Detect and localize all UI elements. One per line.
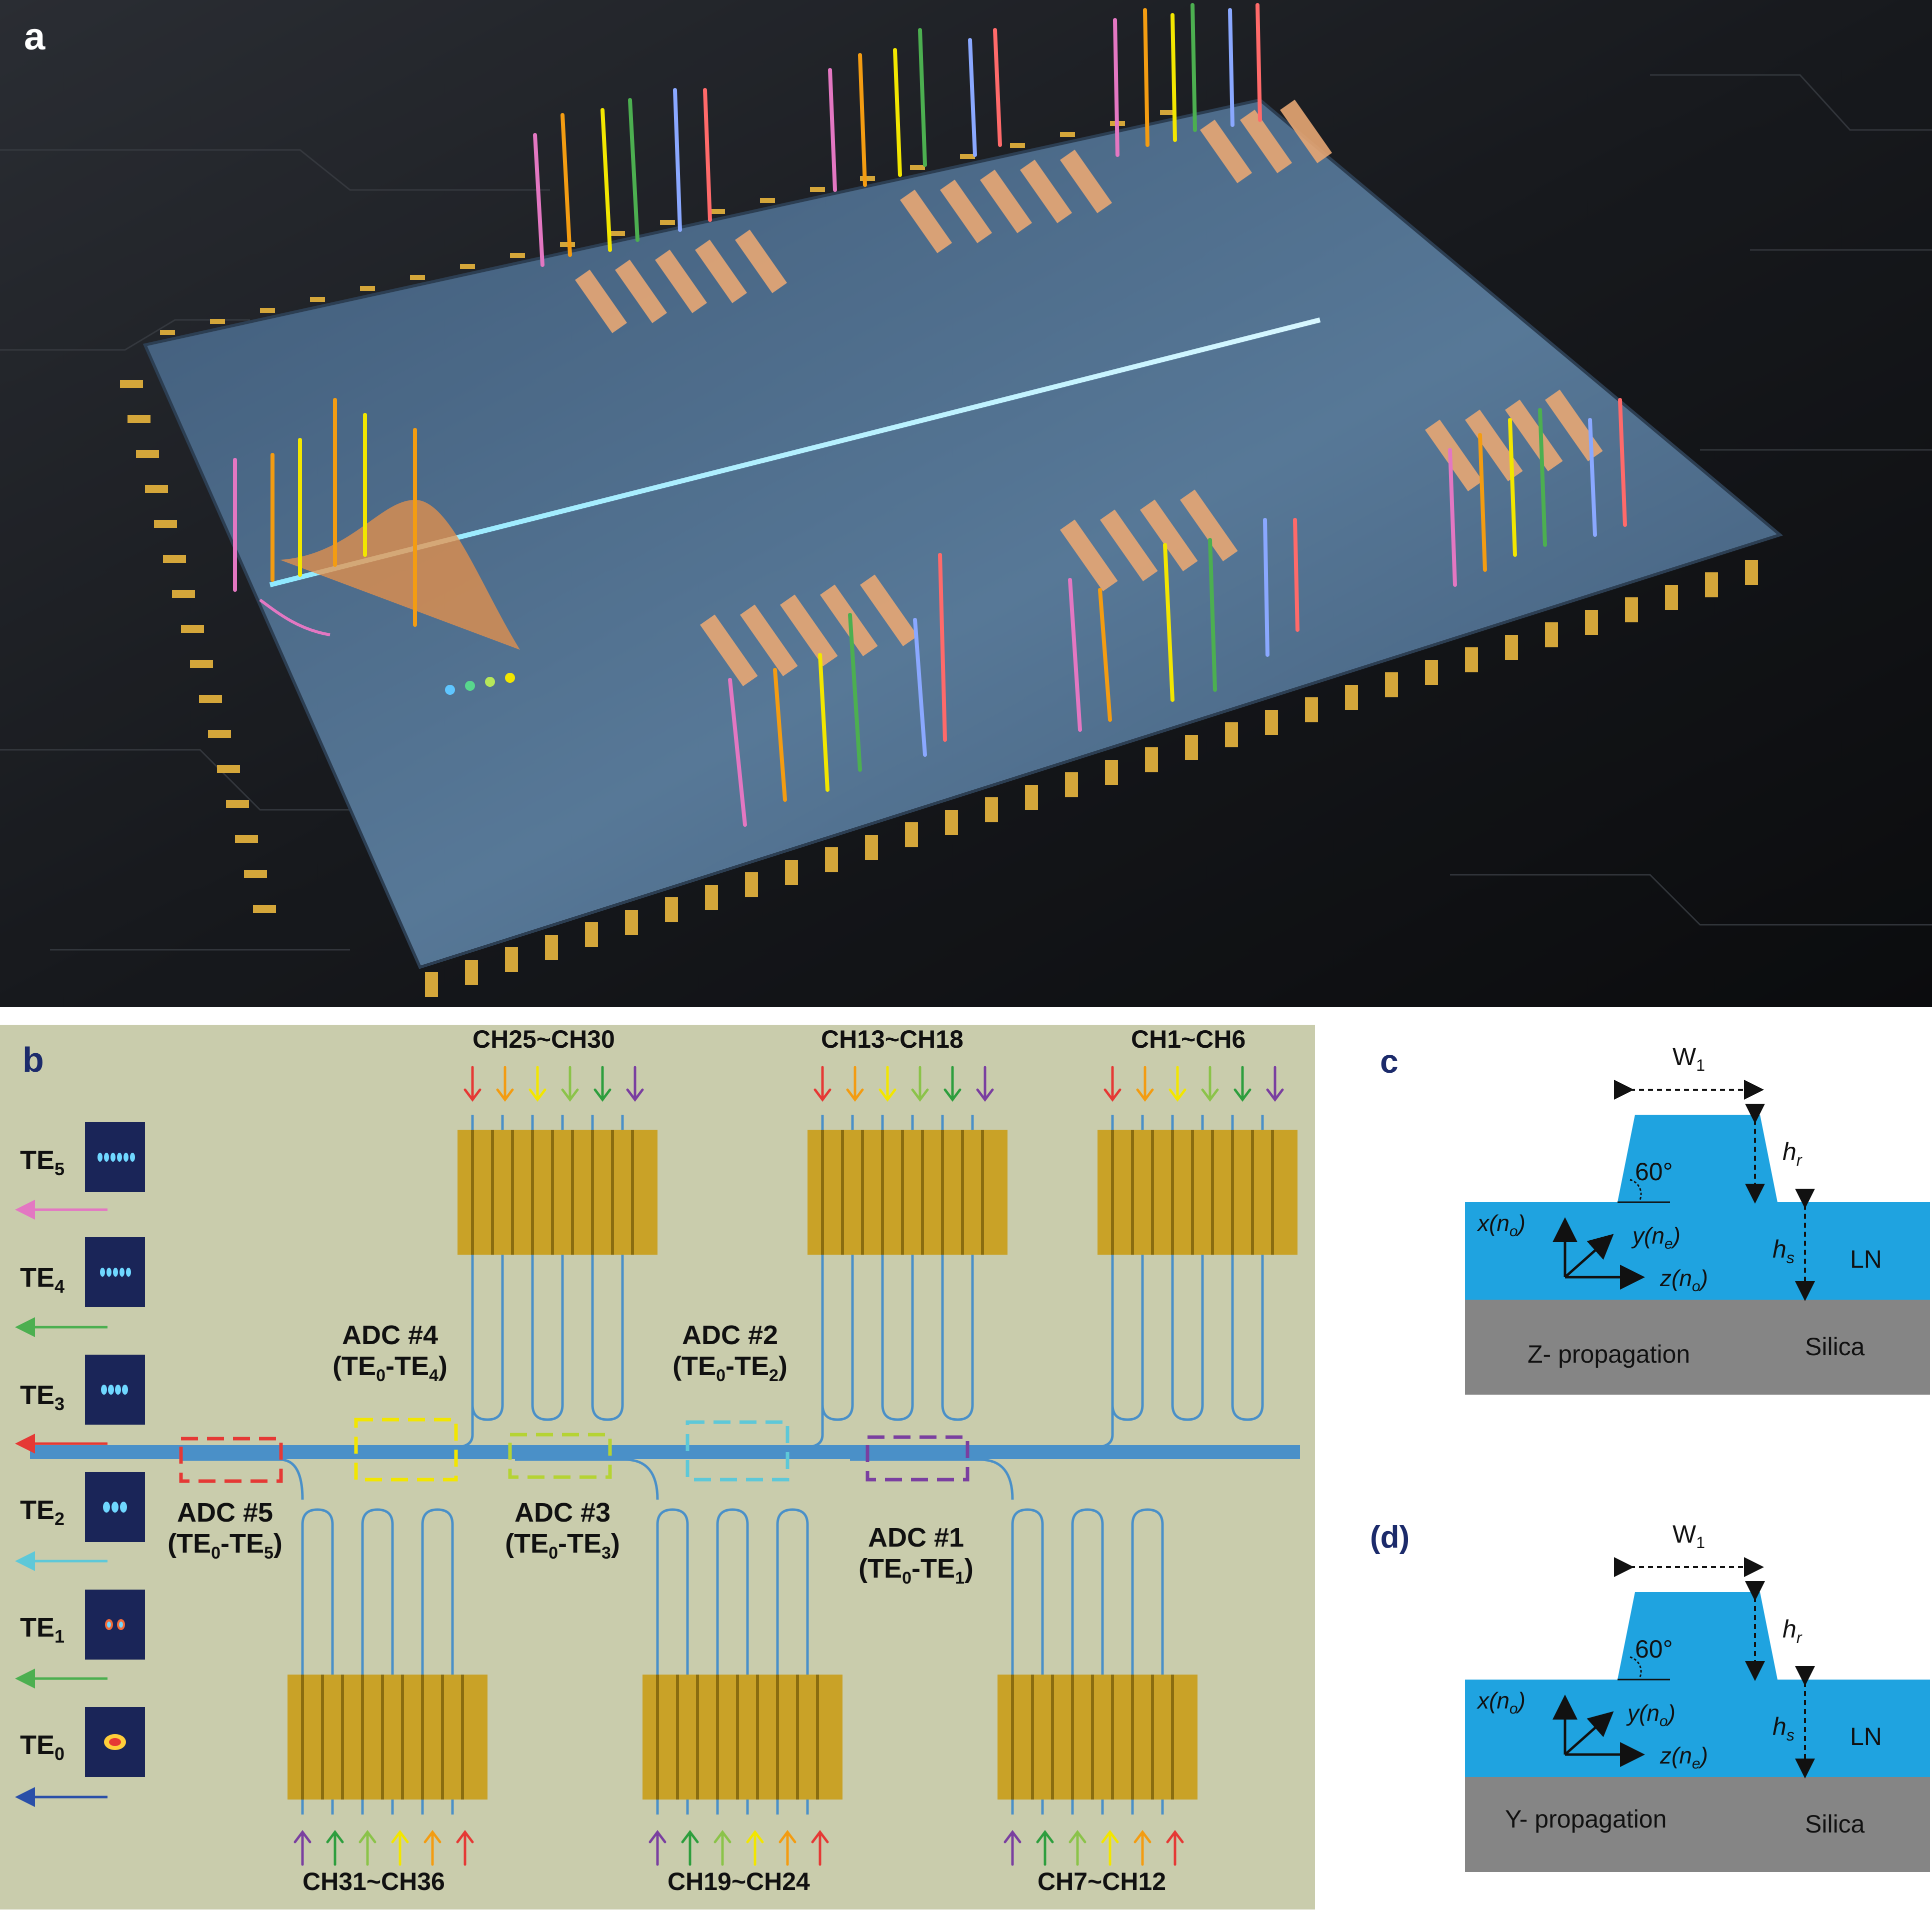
mode-output-arrows <box>15 1200 108 1807</box>
panel-d-silica-label: Silica <box>1805 1810 1865 1838</box>
silica-layer <box>1465 1777 1930 1872</box>
panel-d-z-axis: z(ne) <box>1660 1743 1708 1773</box>
panel-d-hs: hs <box>1772 1713 1794 1744</box>
channel-input-arrows <box>294 1066 1284 1866</box>
adc4-label: ADC #4 (TE0-TE4) <box>332 1320 448 1385</box>
panel-c-y-axis: y(ne) <box>1632 1223 1680 1253</box>
mode-te5: TE5 <box>20 1145 65 1179</box>
adc2-label: ADC #2 (TE0-TE2) <box>672 1320 788 1385</box>
panel-d-w1: W1 <box>1672 1520 1705 1552</box>
silica-layer <box>1465 1300 1930 1395</box>
panel-d-y-axis: y(no) <box>1628 1700 1676 1730</box>
channel-label-ch19-24: CH19~CH24 <box>668 1868 810 1896</box>
arrows-bottom-mid <box>648 1830 829 1866</box>
panel-c-w1: W1 <box>1672 1043 1705 1074</box>
mode-te1: TE1 <box>20 1613 65 1647</box>
channel-label-ch7-12: CH7~CH12 <box>1038 1868 1166 1896</box>
arrows-top-mid <box>814 1066 994 1102</box>
grating-bank-ch31-36 <box>288 1675 488 1800</box>
panel-c-ln-label: LN <box>1850 1245 1882 1273</box>
panel-d-x-axis: x(no) <box>1478 1688 1526 1718</box>
grating-bank-ch13-18 <box>808 1130 1008 1255</box>
grating-bank-ch1-6 <box>1098 1130 1298 1255</box>
panel-d-propagation: Y- propagation <box>1505 1805 1667 1833</box>
ln-ridge <box>1618 1592 1778 1680</box>
mode-te3: TE3 <box>20 1380 65 1414</box>
grating-bank-ch19-24 <box>642 1675 842 1800</box>
panel-c-silica-label: Silica <box>1805 1333 1865 1361</box>
adc3-label: ADC #3 (TE0-TE3) <box>505 1498 620 1563</box>
panel-c-label: c <box>1380 1043 1398 1080</box>
adc1-label: ADC #1 (TE0-TE1) <box>858 1523 974 1588</box>
grating-bank-ch7-12 <box>998 1675 1198 1800</box>
grating-bank-ch25-30 <box>458 1130 658 1255</box>
channel-label-ch25-30: CH25~CH30 <box>472 1025 615 1053</box>
arrows-bottom-right <box>1004 1830 1184 1866</box>
panel-c-hs: hs <box>1772 1235 1794 1267</box>
arrows-top-right <box>1104 1066 1284 1102</box>
mode-te2: TE2 <box>20 1495 65 1529</box>
panel-c-angle: 60° <box>1635 1158 1673 1186</box>
adc5-label: ADC #5 (TE0-TE5) <box>168 1498 282 1563</box>
arrows-bottom-left <box>294 1830 474 1866</box>
panel-c-z-axis: z(no) <box>1660 1265 1708 1295</box>
arrows-top-left <box>464 1066 644 1102</box>
channel-label-ch31-36: CH31~CH36 <box>302 1868 445 1896</box>
panel-c-hr: hr <box>1782 1138 1802 1169</box>
panel-d-label: (d) <box>1370 1520 1410 1555</box>
ln-slab <box>1465 1680 1930 1777</box>
panel-a-label: a <box>24 15 46 58</box>
adc3-box <box>508 1433 612 1479</box>
panel-b-label: b <box>22 1040 44 1079</box>
ln-slab <box>1465 1202 1930 1300</box>
adc2-box <box>686 1420 790 1482</box>
mode-te4: TE4 <box>20 1263 65 1297</box>
channel-label-ch13-18: CH13~CH18 <box>821 1025 964 1053</box>
panel-c-cross-section <box>1465 1080 1930 1395</box>
panel-d-angle: 60° <box>1635 1635 1673 1663</box>
adc5-box <box>179 1437 283 1483</box>
panel-c-x-axis: x(no) <box>1478 1210 1526 1240</box>
adc1-box <box>866 1435 970 1482</box>
channel-label-ch1-6: CH1~CH6 <box>1131 1025 1246 1053</box>
panel-d-hr: hr <box>1782 1615 1802 1647</box>
panel-b-chip-layout <box>0 1025 1315 1910</box>
mode-te0: TE0 <box>20 1730 65 1764</box>
panel-a-illustration <box>0 0 1932 1007</box>
panel-c-propagation: Z- propagation <box>1528 1340 1690 1368</box>
adc4-box <box>354 1418 458 1482</box>
ln-ridge <box>1618 1115 1778 1202</box>
panel-d-cross-section <box>1465 1557 1930 1872</box>
panel-d-ln-label: LN <box>1850 1723 1882 1751</box>
